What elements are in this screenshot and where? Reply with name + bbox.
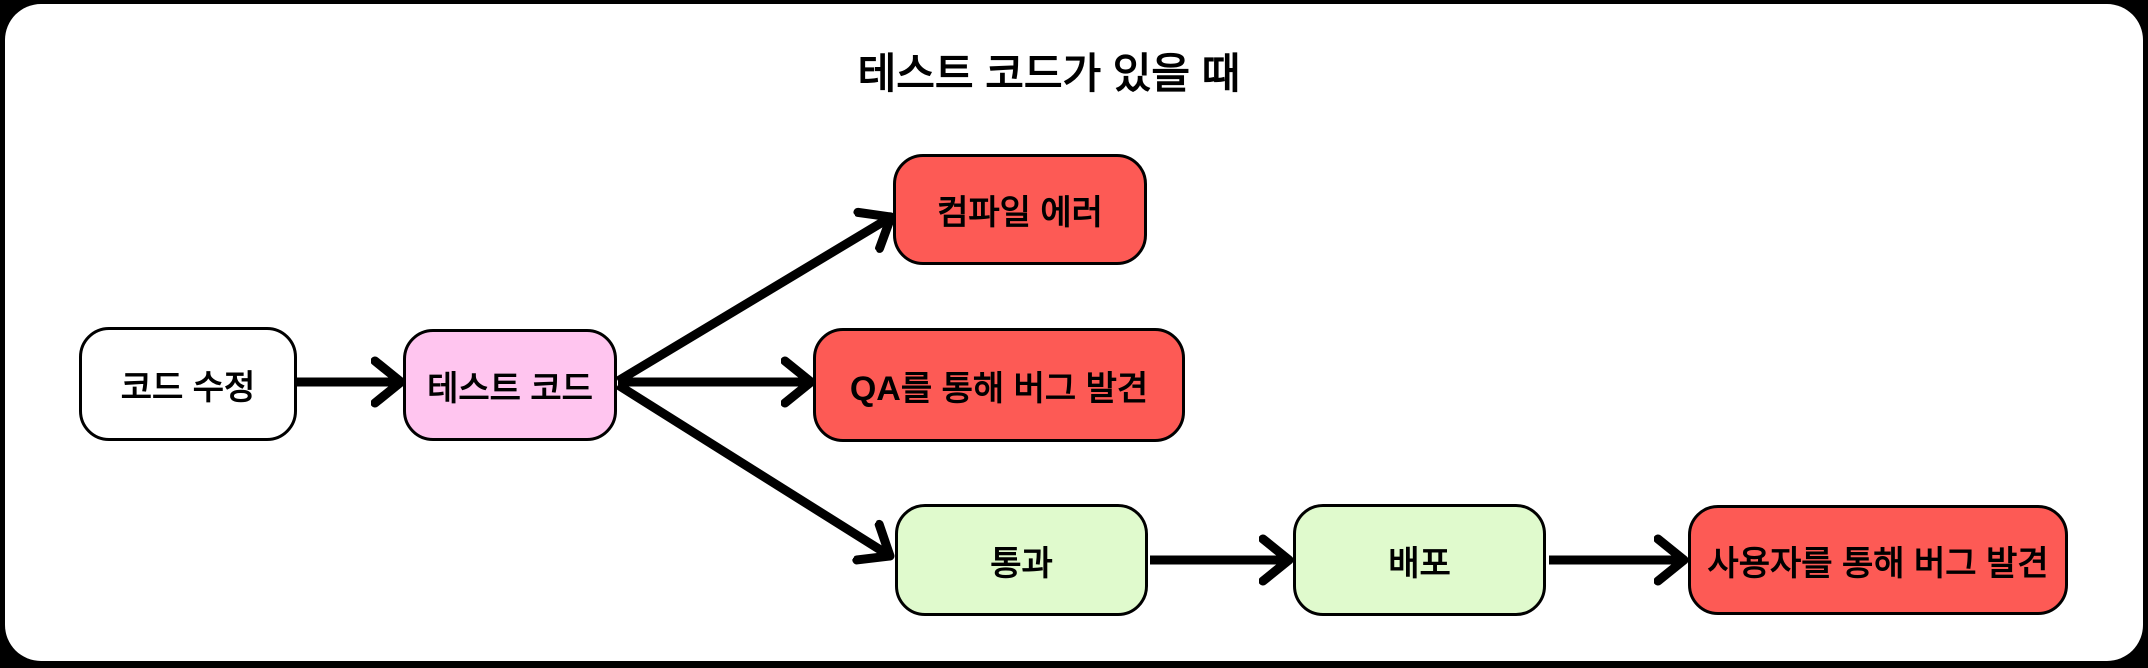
node-qa-bug: QA를 통해 버그 발견 [813,328,1185,442]
node-deploy: 배포 [1293,504,1546,616]
diagram-title: 테스트 코드가 있을 때 [857,50,1241,97]
node-test-code: 테스트 코드 [403,329,617,441]
node-user-bug-label: 사용자를 통해 버그 발견 [1707,544,2049,583]
node-compile-error-label: 컴파일 에러 [937,194,1103,232]
node-compile-error: 컴파일 에러 [893,154,1147,265]
node-code-edit-label: 코드 수정 [120,368,256,407]
node-pass-label: 통과 [990,544,1053,583]
node-test-code-label: 테스트 코드 [427,369,593,408]
node-deploy-label: 배포 [1388,544,1451,583]
diagram-canvas: 테스트 코드가 있을 때 코드 수정 테스트 코드 컴파일 에러 QA를 통해 … [5,4,2143,661]
node-user-bug: 사용자를 통해 버그 발견 [1688,505,2068,615]
node-qa-bug-label: QA를 통해 버그 발견 [849,369,1149,408]
node-pass: 통과 [895,504,1148,616]
node-code-edit: 코드 수정 [79,327,297,441]
